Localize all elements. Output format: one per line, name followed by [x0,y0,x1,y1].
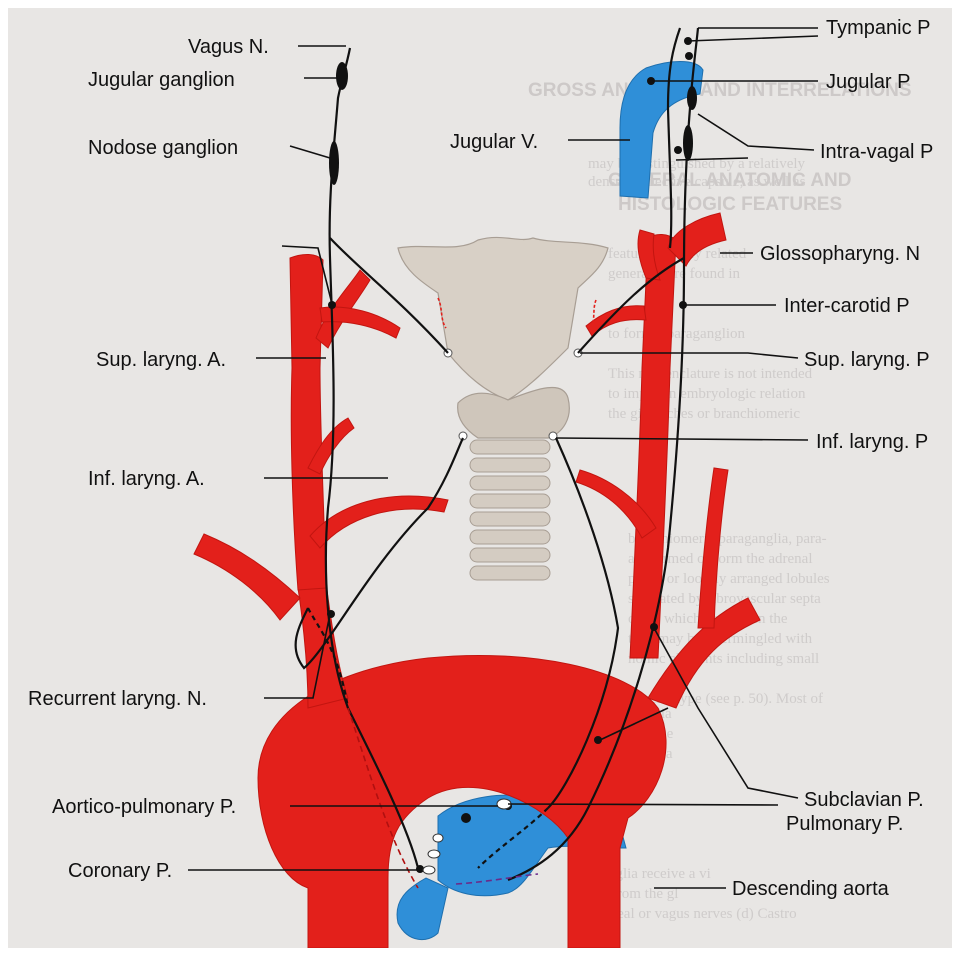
label-aortico-pulmonary-p: Aortico-pulmonary P. [52,796,236,818]
label-subclavian-p: Subclavian P. [804,789,924,811]
right-inf-laryngeal-artery [310,496,448,548]
larynx [398,237,608,580]
left-nodose-ganglion [683,125,693,161]
label-pulmonary-p: Pulmonary P. [786,813,903,835]
labels-right: Tympanic P Jugular P Intra-vagal P Gloss… [732,17,933,900]
svg-text:This nomenclature is not inten: This nomenclature is not intended [608,366,813,382]
label-jugular-p: Jugular P [826,71,911,93]
right-subclavian-artery [194,534,300,620]
svg-text:to imply an embryologic relati: to imply an embryologic relation [608,386,806,402]
label-inter-carotid-p: Inter-carotid P [784,295,910,317]
label-jugular-vein: Jugular V. [450,131,538,153]
svg-text:the gill-arches or branchiomer: the gill-arches or branchiomeric [608,406,800,422]
label-inf-laryngeal-artery: Inf. laryng. A. [88,468,205,490]
right-jugular-ganglion [336,62,348,90]
paraganglia-diagram: GROSS ANATOMY AND INTERRELATIONS GENERAL… [8,8,952,948]
svg-text:to form a paraganglion: to form a paraganglion [608,326,746,342]
label-recurrent-laryngeal-nerve: Recurrent laryng. N. [28,688,207,710]
label-sup-laryngeal-artery: Sup. laryng. A. [96,349,226,371]
label-coronary-p: Coronary P. [68,860,172,882]
label-vagus-nerve: Vagus N. [188,36,269,58]
label-descending-aorta: Descending aorta [732,878,890,900]
label-intra-vagal-p: Intra-vagal P [820,141,933,163]
left-jugular-ganglion [687,86,697,110]
anatomy-figure: GROSS ANATOMY AND INTERRELATIONS GENERAL… [8,8,952,948]
label-tympanic-p: Tympanic P [826,17,930,39]
label-glossopharyngeal-n: Glossopharyng. N [760,243,920,265]
right-pulmonary-artery [397,878,448,940]
svg-text:HISTOLOGIC FEATURES: HISTOLOGIC FEATURES [618,194,842,215]
label-jugular-ganglion: Jugular ganglion [88,69,235,91]
label-sup-laryngeal-p: Sup. laryng. P [804,349,930,371]
label-inf-laryngeal-p: Inf. laryng. P [816,431,928,453]
label-nodose-ganglion: Nodose ganglion [88,137,238,159]
right-nodose-ganglion [329,141,339,185]
